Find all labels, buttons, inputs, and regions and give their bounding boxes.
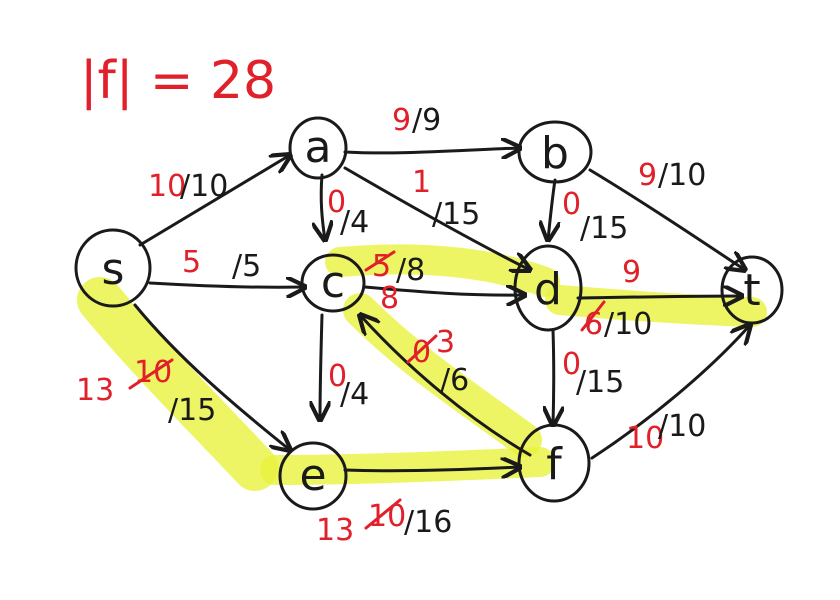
- edge-s-a: [138, 155, 290, 247]
- augmenting-path-highlight: [77, 244, 767, 491]
- edge-d-t: [576, 296, 742, 298]
- edge-f-t-flow: 10: [626, 421, 664, 456]
- edge-c-d-old-flow-strike: [364, 250, 396, 272]
- edge-d-f: [553, 328, 554, 425]
- edge-f-c-old-flow-strike: [406, 334, 438, 364]
- node-d: d: [513, 244, 583, 332]
- edge-c-d-capacity: /8: [396, 253, 425, 288]
- edge-b-t-flow: 9: [638, 158, 657, 193]
- edge-b-d-capacity: /15: [580, 211, 628, 246]
- svg-text:d: d: [534, 264, 562, 315]
- svg-text:c: c: [321, 257, 345, 308]
- edge-b-d: [548, 178, 555, 240]
- node-f: f: [517, 423, 591, 503]
- edge-s-c: [148, 283, 305, 287]
- edge-c-e-capacity: /4: [340, 377, 369, 412]
- edge-c-e: [320, 313, 322, 420]
- edge-b-t-capacity: /10: [658, 158, 706, 193]
- node-s: s: [74, 228, 152, 308]
- edge-a-b-flow: 9: [392, 103, 411, 138]
- edge-f-t-capacity: /10: [658, 409, 706, 444]
- svg-text:t: t: [743, 265, 760, 316]
- svg-text:s: s: [102, 244, 125, 295]
- node-a: a: [288, 116, 348, 180]
- edge-a-b: [343, 148, 520, 153]
- edge-s-e-old-flow-strike: [128, 358, 174, 390]
- edge-c-d: [363, 287, 525, 295]
- node-e: e: [278, 441, 348, 511]
- node-t: t: [720, 255, 784, 325]
- edge-b-d-flow: 0: [562, 187, 581, 222]
- edge-a-c-flow: 0: [327, 185, 346, 220]
- edge-e-f: [343, 467, 520, 471]
- edge-c-e-flow: 0: [328, 359, 347, 394]
- edge-a-c-capacity: /4: [340, 205, 369, 240]
- edge-d-f-flow: 0: [562, 347, 581, 382]
- edge-a-d-capacity: /15: [432, 197, 480, 232]
- edge-s-a-flow: 10: [148, 169, 186, 204]
- svg-text:b: b: [541, 128, 569, 179]
- edge-e-f-old-flow-strike: [364, 498, 402, 530]
- edge-s-a-capacity: /10: [180, 169, 228, 204]
- edge-a-c: [321, 173, 325, 240]
- edge-e-f-new-flow: 13: [316, 513, 354, 548]
- svg-text:e: e: [299, 450, 326, 501]
- edge-d-t-new-flow: 9: [622, 255, 641, 290]
- edge-e-f-old-flow: 10: [368, 499, 406, 534]
- edge-a-d: [343, 166, 530, 270]
- edge-a-b-capacity: /9: [412, 103, 441, 138]
- node-c: c: [300, 253, 366, 313]
- node-b: b: [517, 120, 593, 184]
- edge-e-f-capacity: /16: [404, 505, 452, 540]
- edge-f-c-capacity: /6: [440, 363, 469, 398]
- edge-d-t-capacity: /10: [604, 307, 652, 342]
- svg-text:f: f: [546, 439, 563, 490]
- edge-c-d-new-flow: 8: [380, 281, 399, 316]
- edge-b-t: [588, 168, 745, 270]
- edges: [133, 148, 750, 471]
- edge-f-t: [590, 325, 750, 460]
- edge-s-c-flow: 5: [182, 245, 201, 280]
- edge-f-c: [360, 315, 532, 457]
- svg-text:a: a: [305, 122, 332, 173]
- edge-s-c-capacity: /5: [232, 249, 261, 284]
- edge-labels: 10 /10 9 /9 9 /10 0 /4 1 /15 0 /15 5 /5 …: [76, 103, 706, 548]
- edge-f-c-new-flow: 3: [436, 325, 455, 360]
- edge-s-e: [133, 303, 290, 450]
- flow-value-label: |f| = 28: [80, 51, 276, 111]
- edge-d-t-old-flow: 6: [584, 307, 603, 342]
- edge-d-t-old-flow-strike: [580, 300, 606, 332]
- edge-s-e-new-flow: 13: [76, 373, 114, 408]
- edge-f-c-old-flow: 0: [412, 335, 431, 370]
- edge-a-d-flow: 1: [412, 165, 431, 200]
- edge-s-e-capacity: /15: [168, 393, 216, 428]
- edge-d-f-capacity: /15: [576, 365, 624, 400]
